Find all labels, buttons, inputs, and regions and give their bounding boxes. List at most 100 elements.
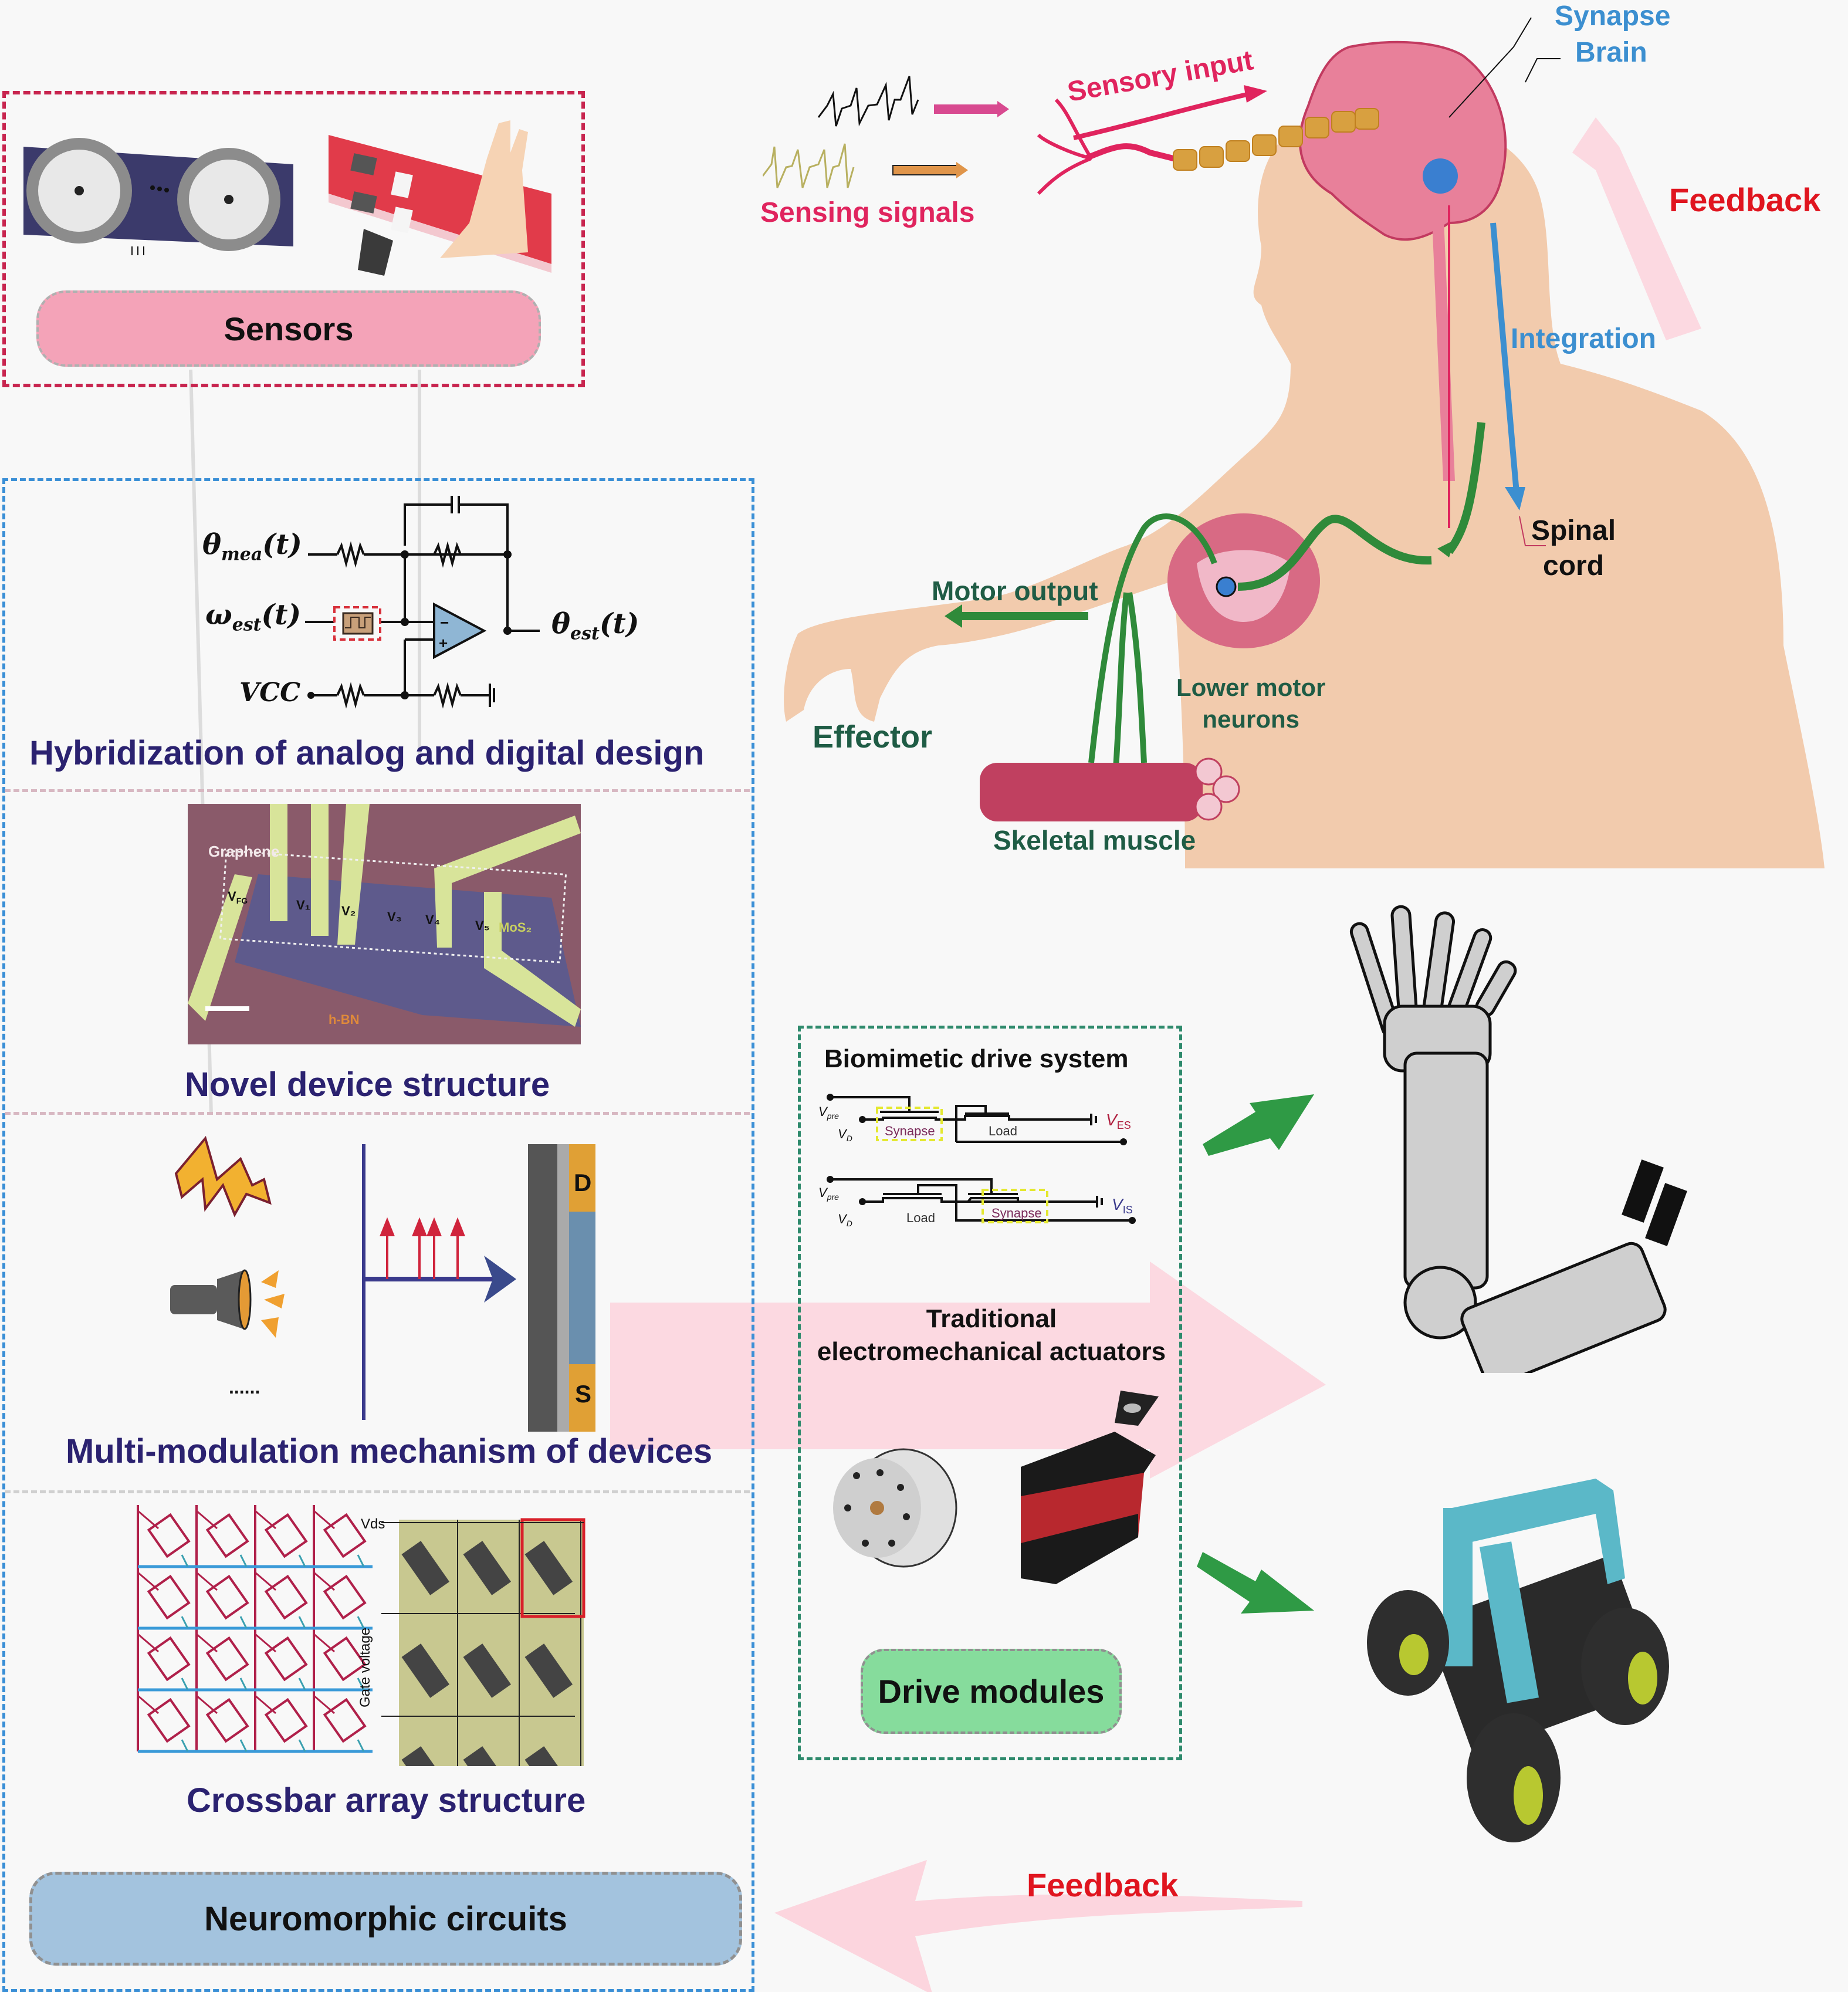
transistor-cell — [401, 1643, 450, 1698]
circuit-input-theta: θmea(t) — [202, 528, 302, 565]
servo-motor-image — [1021, 1391, 1159, 1584]
transistor-cell — [401, 1541, 450, 1595]
svg-text:V₄: V₄ — [425, 912, 440, 927]
memristor-cell — [264, 1513, 308, 1558]
synapse-highlight — [981, 1189, 1048, 1223]
memristor-cell — [205, 1636, 249, 1682]
biomimetic-circuits: Synapse Load Vpre VD VES Load Synapse Vp… — [818, 1094, 1136, 1228]
memristor-lead — [357, 1678, 365, 1690]
memristor-lead — [357, 1739, 365, 1752]
transistor-cell — [463, 1643, 512, 1698]
svg-text:Synapse: Synapse — [991, 1206, 1042, 1220]
memristor-lead — [298, 1616, 306, 1629]
sensors-panel — [2, 91, 585, 387]
transistor-cell — [463, 1541, 512, 1595]
feedback-arrow-bottom — [774, 1860, 1302, 1992]
neuromorphic-panel — [2, 478, 754, 1992]
memristor-lead — [357, 1554, 365, 1567]
main-flow-arrow — [610, 1262, 1326, 1479]
memristor-cell — [205, 1513, 249, 1558]
memristor-lead — [239, 1739, 248, 1752]
robotic-arm-image — [1349, 905, 1687, 1373]
multi-modulation-diagram: D S ...... — [170, 1135, 595, 1432]
section-divider — [5, 1490, 750, 1493]
sensory-neuron — [1037, 98, 1379, 195]
feedback-label-top: Feedback — [1669, 181, 1821, 218]
memristor-lead — [357, 1616, 365, 1629]
digital-element-highlight — [333, 606, 381, 641]
novel-device-micrograph: Graphene VFG V₁ V₂ V₃ V₄ V₅ MoS₂ h-BN — [188, 804, 581, 1044]
sensing-signals-label: Sensing signals — [760, 197, 975, 228]
human-nervous-system-illustration — [763, 17, 1825, 868]
svg-text:MoS₂: MoS₂ — [499, 920, 532, 935]
memristor-lead — [181, 1739, 189, 1752]
sensors-label: Sensors — [36, 290, 541, 367]
section-title-novel-device: Novel device structure — [185, 1066, 550, 1104]
memristor-lead — [239, 1678, 248, 1690]
memristor-lead — [181, 1678, 189, 1690]
svg-text:VIS: VIS — [1112, 1195, 1133, 1216]
svg-text:−: − — [440, 614, 449, 631]
memristor-cell — [147, 1636, 191, 1682]
neuromorphic-circuits-label: Neuromorphic circuits — [29, 1872, 742, 1966]
motor-output-label: Motor output — [932, 576, 1098, 606]
section-title-crossbar: Crossbar array structure — [187, 1781, 586, 1819]
svg-text:V₃: V₃ — [387, 909, 402, 924]
dc-motor-image — [833, 1448, 957, 1568]
memristor-cell — [147, 1513, 191, 1558]
memristor-lead — [298, 1554, 306, 1567]
memristor-cell — [147, 1574, 191, 1620]
svg-text:VD: VD — [838, 1212, 852, 1228]
svg-text:D: D — [574, 1169, 591, 1196]
svg-text:V₂: V₂ — [341, 904, 356, 918]
circuit-input-vcc: VCC — [239, 678, 301, 708]
memristor-cell — [323, 1636, 367, 1682]
motor-neuron-body — [1216, 576, 1237, 597]
memristor-cell — [264, 1697, 308, 1743]
body-silhouette — [784, 114, 1825, 868]
circuit-input-omega: ωest(t) — [205, 598, 302, 635]
svg-text:h-BN: h-BN — [329, 1012, 360, 1027]
svg-text:Vpre: Vpre — [818, 1104, 839, 1121]
green-arrow-to-car — [1197, 1552, 1314, 1614]
memristor-cell — [323, 1574, 367, 1620]
memristor-lead — [298, 1678, 306, 1690]
svg-text:VD: VD — [838, 1127, 852, 1143]
circuit-output-theta: θest(t) — [551, 607, 639, 644]
robot-car-image — [1367, 1479, 1669, 1842]
electric-lightning-icon — [174, 1135, 272, 1217]
integration-label: Integration — [1511, 323, 1656, 354]
integration-arrow — [1490, 222, 1519, 493]
svg-text:S: S — [575, 1380, 591, 1408]
opamp — [433, 602, 487, 660]
memristor-cell — [323, 1697, 367, 1743]
memristor-lead — [239, 1554, 248, 1567]
vds-label: Vds — [361, 1516, 385, 1532]
flashlight-icon — [170, 1269, 285, 1338]
memristor-cell — [264, 1636, 308, 1682]
analog-digital-circuit: − + — [305, 496, 540, 709]
graphene-label: Graphene — [208, 843, 279, 860]
memristor-lead — [181, 1554, 189, 1567]
section-divider — [5, 1112, 750, 1115]
section-title-hybridization: Hybridization of analog and digital desi… — [29, 734, 705, 772]
selected-cell-highlight — [520, 1518, 585, 1618]
memristor-lead — [239, 1616, 248, 1629]
skeletal-muscle — [980, 757, 1240, 821]
memristor-lead — [181, 1616, 189, 1629]
section-title-multi-modulation: Multi-modulation mechanism of devices — [66, 1432, 713, 1470]
section-divider — [5, 789, 750, 792]
memristor-cell — [205, 1574, 249, 1620]
svg-text:V₁: V₁ — [296, 898, 310, 912]
svg-text:Vpre: Vpre — [818, 1185, 839, 1202]
svg-text:VES: VES — [1106, 1111, 1131, 1131]
ultrasonic-sensor-image — [23, 138, 293, 255]
feedback-arrow-top — [1572, 117, 1701, 340]
memristor-lead — [298, 1739, 306, 1752]
memristor-cell — [147, 1697, 191, 1743]
